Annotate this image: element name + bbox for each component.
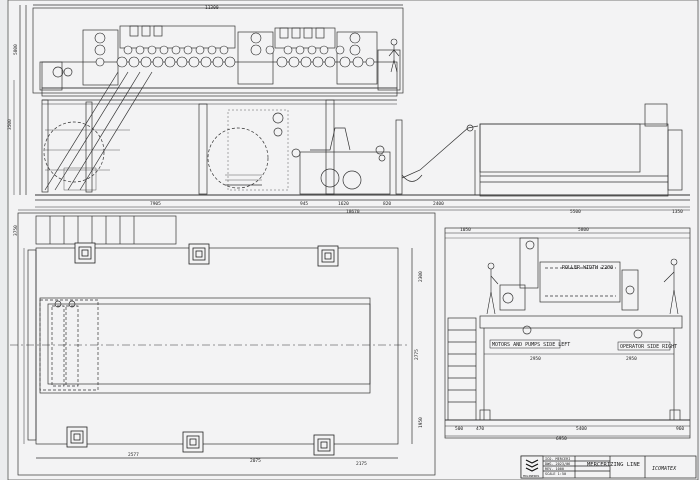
dim-side-bot-1: 500 [455,426,463,432]
dim-plan-1: 2577 [128,452,139,458]
sheet-border [7,0,699,480]
title-row-1: ICO. MERCERI [545,457,570,461]
title-row-4: SCALE 1:50 [545,472,566,476]
dim-side-bot-2: 470 [476,426,484,432]
dim-plan-2: 2075 [250,458,261,464]
dim-bottom-3: 1620 [338,201,349,207]
dim-bottom-2: 945 [300,201,308,207]
motors-side-label: MOTORS AND PUMPS SIDE LEFT [492,342,570,348]
dim-side-bot-total: 6950 [556,436,567,442]
roller-width-label: ROLLER WIDTH 2200 [562,265,613,271]
motors-side-box [489,339,561,349]
dim-side-bot-3: 5400 [576,426,587,432]
dim-plan-left: 3750 [13,225,19,236]
plan-view [10,212,436,476]
title-row-3: REV. 1000 [545,467,564,471]
dim-left-height-2: 3500 [7,119,13,130]
dim-bottom-5: 2400 [433,201,444,207]
dim-side-mid-2: 2950 [626,356,637,362]
dim-bottom-6: 5500 [570,209,581,215]
dim-plan-right-2: 2775 [414,349,420,360]
dim-side-bot-4: 960 [676,426,684,432]
dim-side-top-2: 5800 [578,227,589,233]
dim-bottom-7: 1350 [672,209,683,215]
operator-side-box [617,341,671,351]
elevation-view [13,4,690,211]
dim-plan-right-1: 2300 [418,271,424,282]
dim-left-height-1: 5800 [13,44,19,55]
dim-side-top-1: 1050 [460,227,471,233]
dim-bottom-1: 7905 [150,201,161,207]
side-view [444,227,691,439]
foundation-plates [66,242,339,456]
dim-side-mid-1: 2950 [530,356,541,362]
drawing-title: MERCERIZING LINE [587,462,640,468]
elevation-rollers [94,32,375,68]
dim-plan-right-3: 1950 [418,417,424,428]
dim-top-total: 11300 [205,5,219,11]
dim-bottom-4: 820 [383,201,391,207]
dim-plan-3: 2175 [356,461,367,467]
side-view-operators [486,258,679,315]
logo-mark [525,459,539,472]
operator-figure-elevation [388,38,400,73]
operator-side-label: OPERATOR SIDE RIGHT [620,344,677,350]
dim-bottom-total: 18670 [346,209,360,215]
company-text: ICOMATEX [652,466,677,472]
logo-text: MOLINEROS [523,474,539,478]
title-row-2: DWG. 2023/06 [545,462,570,466]
